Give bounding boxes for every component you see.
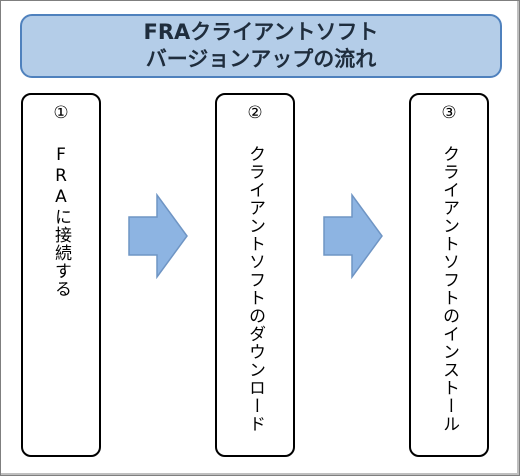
step-2-box: ② クライアントソフトのダウンロード (215, 93, 295, 457)
diagram-title-line-2: バージョンアップの流れ (145, 47, 377, 71)
diagram-title-line-1: FRAクライアントソフト (143, 20, 379, 44)
right-arrow-icon (128, 193, 188, 279)
step-1-box: ① FRAに接続する (21, 93, 101, 457)
diagram-title-box: FRAクライアントソフト バージョンアップの流れ (20, 14, 502, 78)
right-arrow-icon (323, 193, 383, 279)
step-3-label: ③ クライアントソフトのインストール (439, 103, 459, 433)
step-2-label: ② クライアントソフトのダウンロード (245, 103, 265, 433)
step-1-label: ① FRAに接続する (51, 103, 71, 298)
step-3-box: ③ クライアントソフトのインストール (409, 93, 489, 457)
